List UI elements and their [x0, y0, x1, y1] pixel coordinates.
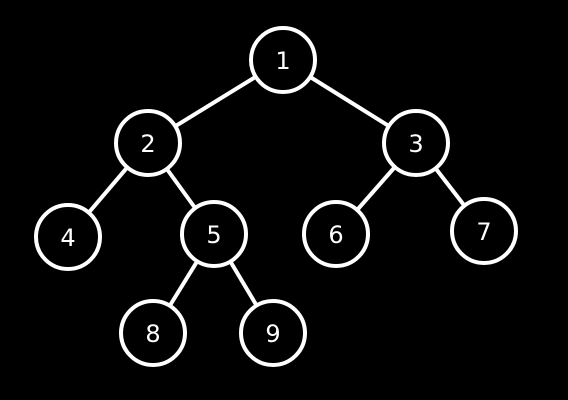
tree-node-1: 1 [249, 26, 317, 94]
node-circle [180, 200, 248, 268]
node-circle [382, 109, 450, 177]
node-label: 5 [206, 221, 221, 249]
tree-edges [66, 58, 486, 335]
node-circle [450, 197, 518, 265]
node-circle [114, 109, 182, 177]
node-label: 8 [145, 320, 160, 348]
node-label: 3 [408, 130, 423, 158]
node-circle [34, 203, 102, 271]
node-label: 6 [328, 221, 343, 249]
tree-node-9: 9 [239, 299, 307, 367]
tree-node-2: 2 [114, 109, 182, 177]
node-label: 4 [60, 224, 75, 252]
node-circle [302, 200, 370, 268]
node-label: 2 [140, 130, 155, 158]
tree-node-5: 5 [180, 200, 248, 268]
tree-node-4: 4 [34, 203, 102, 271]
node-circle [239, 299, 307, 367]
tree-nodes: 1 2 3 4 5 6 7 8 9 [34, 26, 518, 367]
node-label: 1 [275, 47, 290, 75]
tree-node-6: 6 [302, 200, 370, 268]
node-label: 9 [265, 320, 280, 348]
tree-node-8: 8 [119, 299, 187, 367]
tree-node-7: 7 [450, 197, 518, 265]
node-circle [119, 299, 187, 367]
node-circle [249, 26, 317, 94]
tree-node-3: 3 [382, 109, 450, 177]
node-label: 7 [476, 218, 491, 246]
